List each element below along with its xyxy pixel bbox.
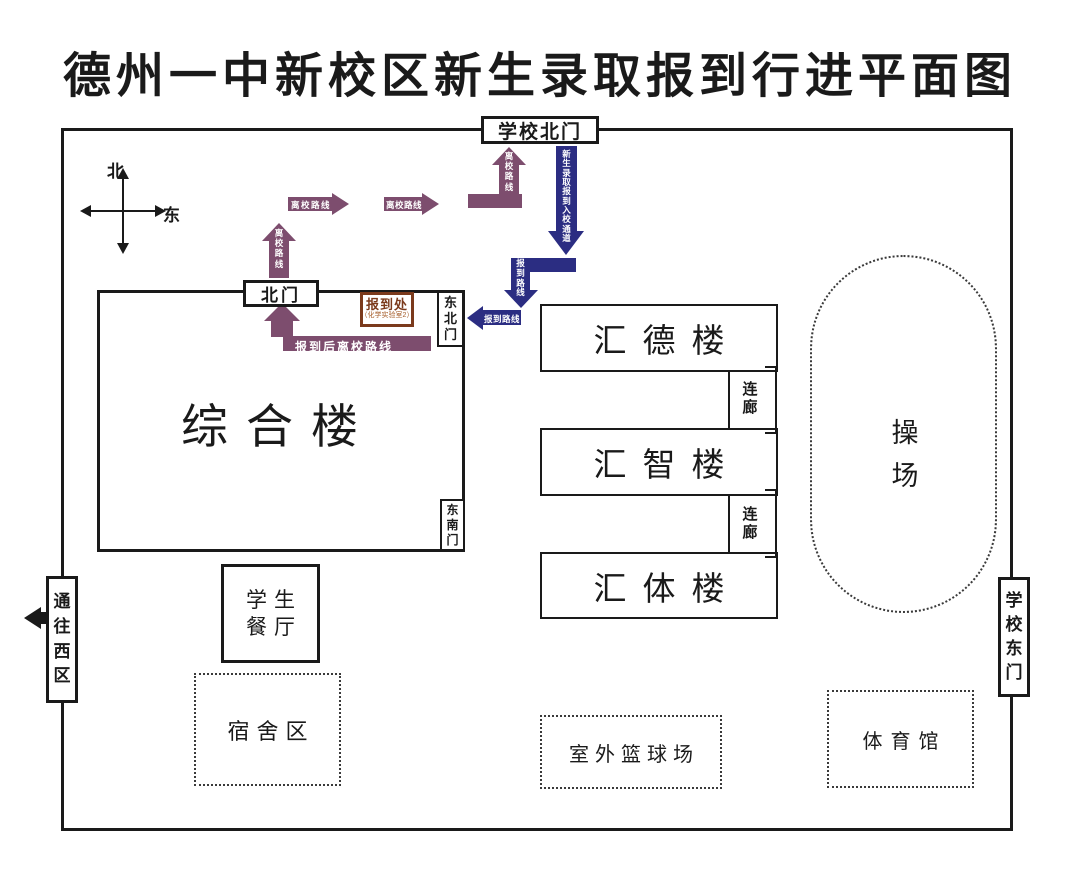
arrow-left-icon [467,306,483,330]
west-exit-label: 通往西区 [53,592,71,686]
compass-east-label: 东 [163,206,180,225]
gymnasium: 体育馆 [827,690,974,788]
basketball-court: 室外篮球场 [540,715,722,789]
arrow-down-icon [504,290,538,308]
basketball-label: 室外篮球场 [569,743,699,766]
canteen-label-line2: 餐厅 [246,614,302,639]
compass-west-arrow-icon [80,205,91,217]
arrow-right-icon [422,193,439,215]
register-route-label: 报到路线 [484,314,521,324]
building-north-door: 北门 [243,280,319,307]
school-north-gate-label: 学校北门 [497,121,582,143]
arrow-right-icon [332,193,349,215]
register-route-label: 报到路线 [516,258,525,298]
huide-building: 汇德楼 [540,304,778,372]
registration-office-sublabel: （化学实验室2） [360,312,414,320]
corridor-1-right-wall [775,366,777,434]
huiti-building-label: 汇体楼 [593,571,741,608]
playground [810,255,997,613]
leave-route-label: 离校路线 [291,200,332,210]
compass-north-arrow-icon [117,168,129,179]
leave-after-label: 报到后离校路线 [295,339,394,354]
registration-office: 报到处 （化学实验室2） [360,292,414,327]
canteen-label-line1: 学生 [246,588,302,613]
arrow-up-icon [262,223,296,241]
arrow-left-icon [24,607,41,629]
leave-route-label: 离校路线 [386,200,423,210]
comprehensive-building-label: 综合楼 [181,402,376,454]
west-exit-gate: 通往西区 [46,576,78,703]
gymnasium-label: 体育馆 [862,730,947,753]
playground-label: 操场 [891,418,919,492]
school-east-gate-label: 学校东门 [1005,591,1023,682]
page-title: 德州一中新校区新生录取报到行进平面图 [62,50,1017,103]
leave-route-label: 离校路线 [274,228,284,269]
registration-office-label: 报到处 [365,297,408,313]
huiti-building: 汇体楼 [540,552,778,619]
huizhi-building-label: 汇智楼 [593,448,741,484]
enter-route-label: 新生录取报到入校通道 [562,149,571,244]
corridor-2-left-wall [728,495,730,553]
compass-south-arrow-icon [117,243,129,254]
corridor-1-label: 连廊 [742,381,758,416]
compass-east-arrow-icon [155,205,166,217]
dormitory-label: 宿舍区 [227,718,315,744]
compass-horizontal-line [89,210,157,212]
school-north-gate: 学校北门 [481,116,599,144]
school-east-gate: 学校东门 [998,577,1030,697]
corridor-2-label: 连廊 [742,506,758,541]
huide-building-label: 汇德楼 [593,324,741,360]
arrow-up-icon [264,303,300,321]
building-northeast-door: 东北门 [437,291,464,347]
compass-north-label: 北 [107,162,124,181]
student-canteen: 学生 餐厅 [221,564,320,663]
building-southeast-door: 东南门 [440,499,465,551]
arrow-up-icon [492,147,526,165]
corridor-1-left-wall [728,371,730,429]
arrow-down-icon [548,231,584,255]
building-northeast-door-label: 东北门 [443,294,457,343]
leave-route-label: 离校路线 [504,151,514,192]
building-north-door-label: 北门 [261,286,301,305]
building-southeast-door-label: 东南门 [446,502,459,547]
corridor-2-right-wall [775,489,777,558]
huizhi-building: 汇智楼 [540,428,778,496]
dormitory-area: 宿舍区 [194,673,341,786]
